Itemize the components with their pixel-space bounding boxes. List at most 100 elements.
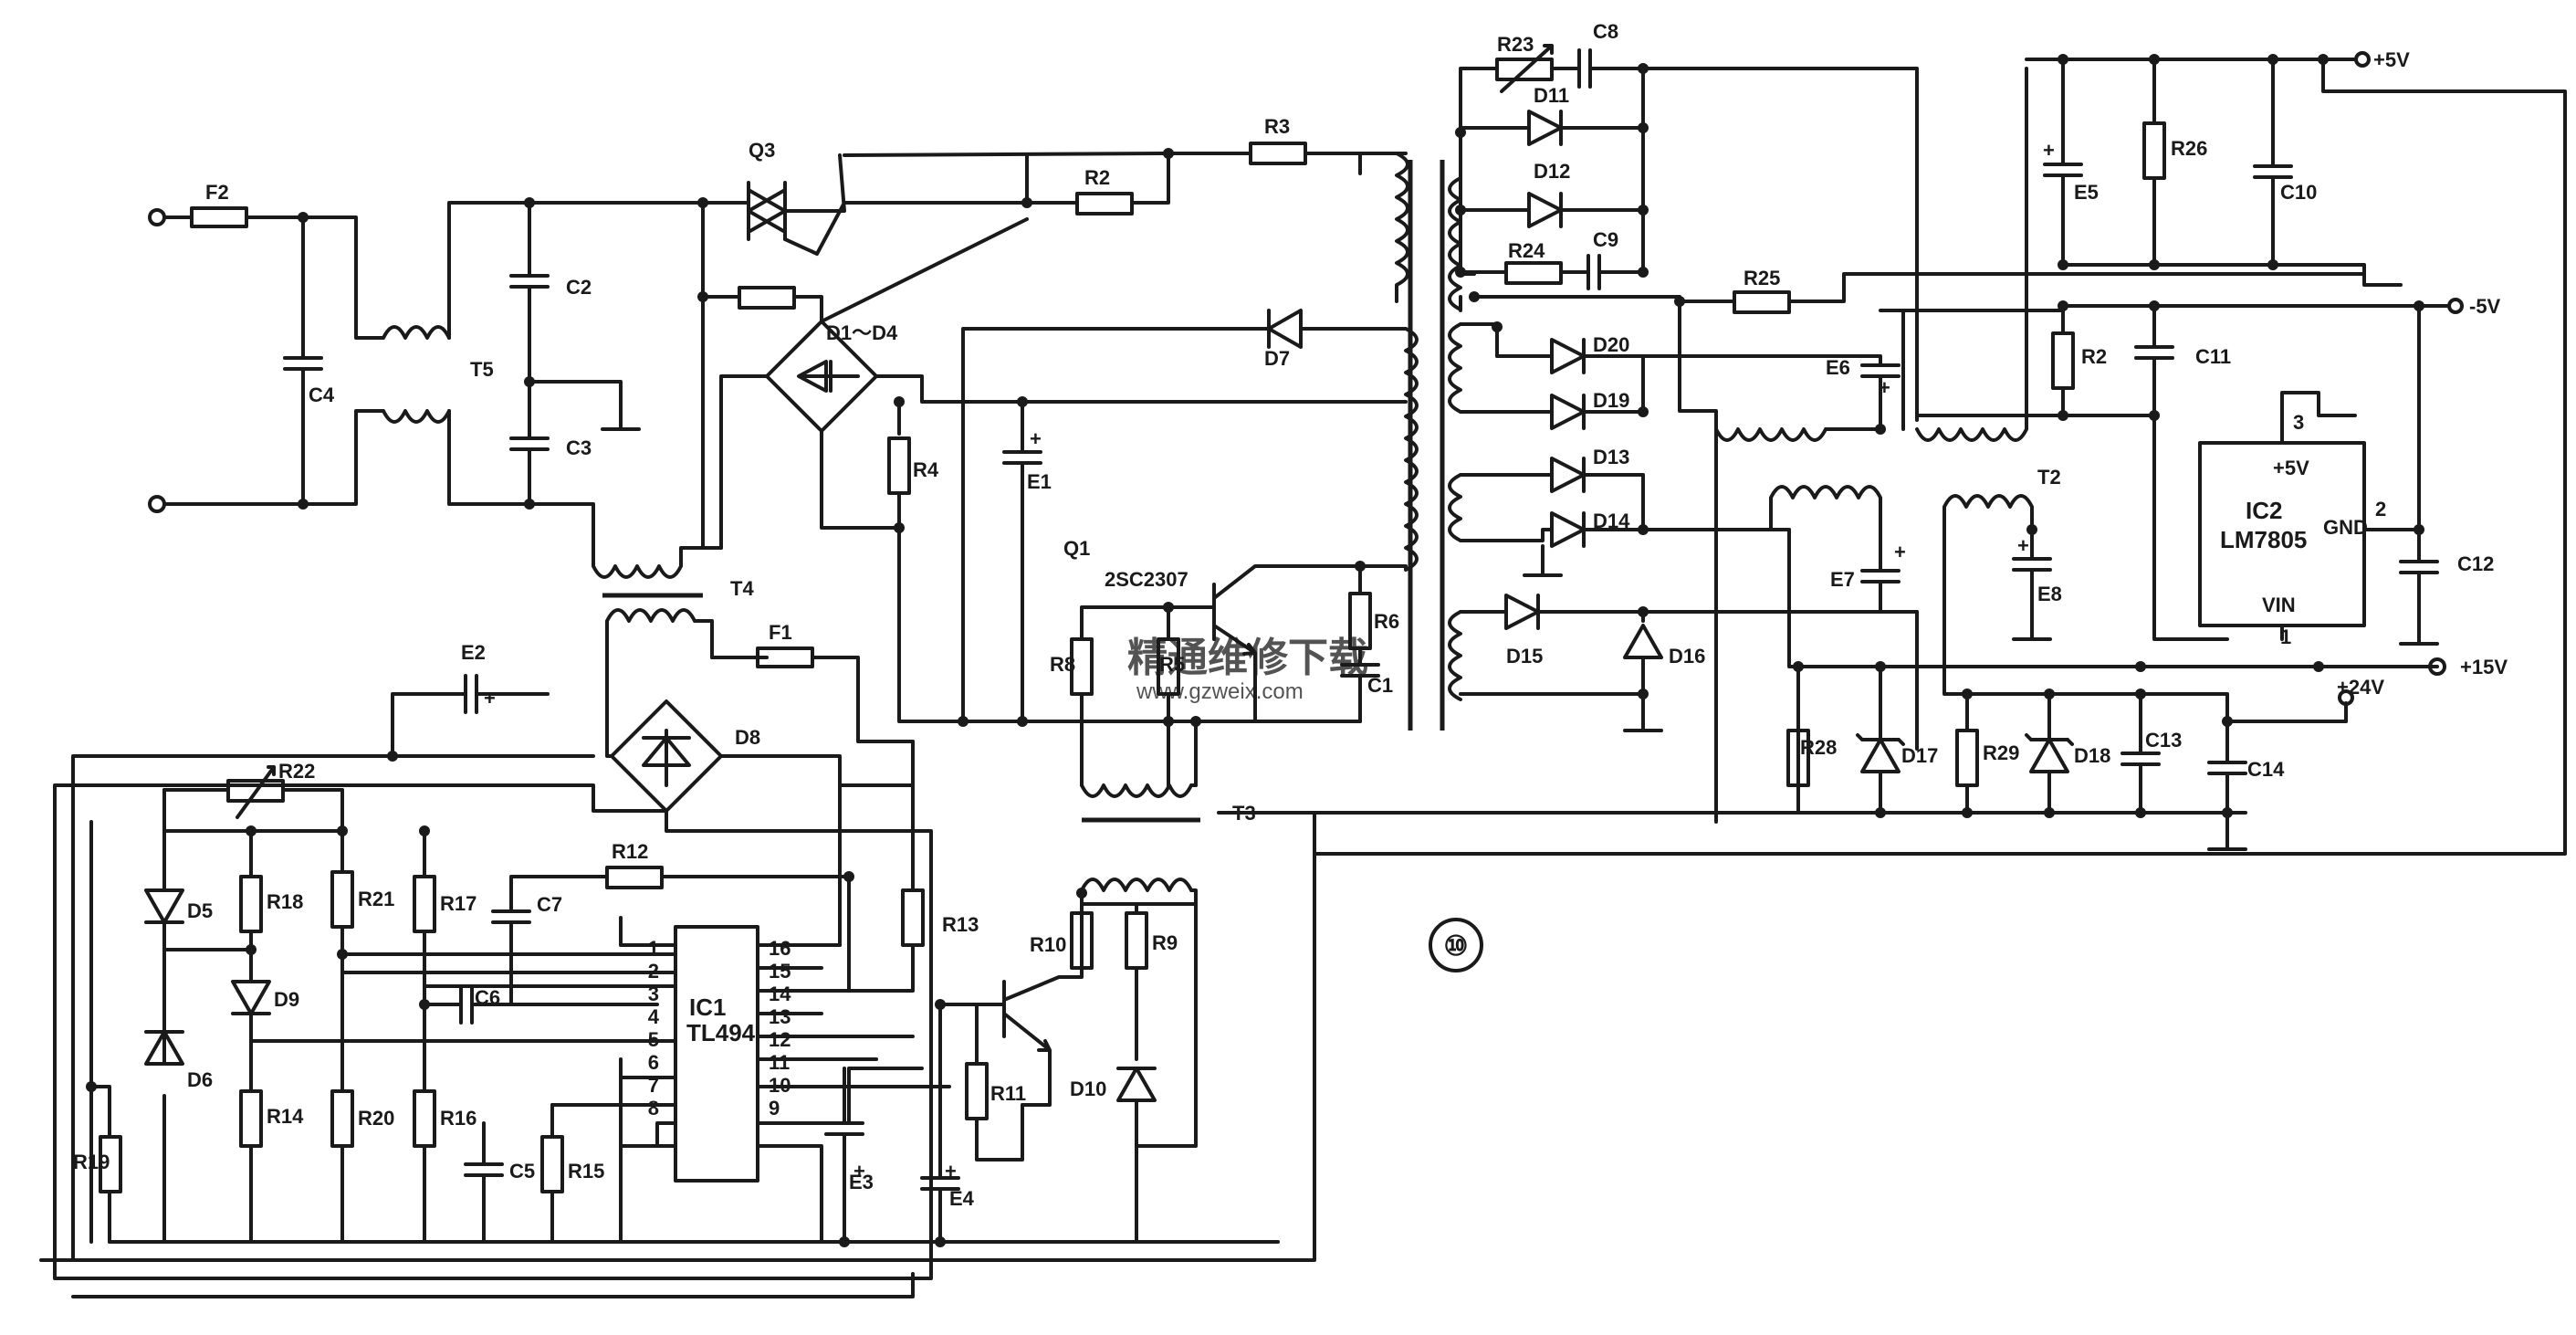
ic1-pin-11: 11 (769, 1051, 790, 1074)
svg-text:+: + (1894, 541, 1906, 563)
label-r6: R6 (1374, 610, 1399, 633)
ic2-vout: +5V (2273, 457, 2309, 479)
label-c6: C6 (475, 986, 500, 1009)
secondary-section: R23 C8 D11 D12 R24 C9 R25 D20 D19 D13 (1217, 20, 2567, 856)
resistor-r14 (239, 1089, 263, 1148)
ic2-pin2: 2 (2375, 498, 2386, 520)
resistor-r18 (239, 875, 263, 933)
label-r14: R14 (267, 1105, 304, 1128)
ic1-pin-9: 9 (769, 1097, 780, 1120)
q1-section: R4 + E1 D7 Q1 2SC2307 R8 R5 R6 (820, 152, 1445, 798)
label-e3: E3 (849, 1171, 874, 1193)
resistor-r2-primary (1075, 192, 1134, 215)
label-d14: D14 (1593, 510, 1630, 532)
label-m5v: -5V (2469, 295, 2501, 318)
label-d20: D20 (1593, 333, 1629, 356)
label-t2: T2 (2037, 466, 2061, 489)
label-e4: E4 (949, 1187, 975, 1210)
resistor-r26 (2142, 121, 2166, 180)
resistor-r13 (901, 888, 925, 947)
label-d6: D6 (187, 1068, 213, 1091)
label-p15v: +15V (2460, 656, 2508, 678)
ic1-pin-4: 4 (648, 1005, 660, 1028)
svg-text:+: + (853, 1160, 865, 1183)
terminal-p24v (2338, 689, 2354, 706)
label-r22: R22 (278, 760, 315, 783)
label-r4: R4 (913, 458, 939, 481)
svg-text:+: + (2043, 139, 2055, 162)
ic2-pin3: 3 (2293, 411, 2304, 434)
resistor-r16 (413, 1089, 436, 1148)
svg-text:+: + (484, 687, 496, 710)
figure-number: ⑩ (1444, 931, 1469, 962)
ic1-pin-16: 16 (769, 937, 791, 960)
watermark-text: 精通维修下载 (1127, 636, 1368, 680)
label-f2: F2 (205, 181, 229, 204)
terminal-p15v (2428, 657, 2446, 676)
mains-input-section: F2 C4 T5 C2 C3 (148, 181, 705, 550)
watermark-url: www.gzweix.com (1136, 679, 1304, 704)
ic2-name: IC2 (2246, 497, 2282, 524)
ac-input-terminal-top (148, 208, 166, 226)
label-d10: D10 (1070, 1077, 1106, 1100)
svg-text:+: + (2017, 534, 2029, 557)
ic1-pin-14: 14 (769, 983, 791, 1005)
label-d13: D13 (1593, 446, 1629, 468)
resistor-r17 (413, 875, 436, 933)
ic1-pin-12: 12 (769, 1028, 791, 1051)
label-d5: D5 (187, 899, 213, 922)
label-c7: C7 (537, 893, 562, 916)
resistor-r11 (965, 1062, 989, 1120)
label-q1-part: 2SC2307 (1105, 568, 1189, 591)
label-r10: R10 (1030, 933, 1066, 956)
resistor-r10 (1070, 911, 1094, 970)
label-r11: R11 (990, 1082, 1026, 1105)
label-r24: R24 (1508, 239, 1545, 262)
label-c2: C2 (566, 276, 592, 299)
label-c14: C14 (2247, 758, 2285, 781)
label-r17: R17 (440, 892, 476, 915)
label-t5: T5 (470, 358, 494, 381)
resistor-r25 (1733, 290, 1791, 314)
label-r16: R16 (440, 1107, 476, 1130)
label-r26: R26 (2171, 137, 2207, 160)
label-r20: R20 (358, 1107, 394, 1130)
resistor-r9 (1125, 911, 1148, 970)
label-r8: R8 (1050, 653, 1075, 676)
label-c13: C13 (2145, 729, 2182, 752)
ic1-pin-1: 1 (648, 937, 659, 960)
ic2-part: LM7805 (2220, 526, 2307, 553)
ic1-pin-6: 6 (648, 1051, 659, 1074)
resistor-series-bridge (738, 286, 796, 310)
label-r2a: R2 (1084, 166, 1110, 189)
label-d7: D7 (1264, 347, 1290, 370)
label-r19: R19 (73, 1151, 110, 1173)
resistor-r2-output (2051, 331, 2075, 390)
label-c5: C5 (509, 1160, 535, 1183)
resistor-r4 (887, 436, 911, 495)
terminal-p5v (2354, 51, 2371, 68)
label-d17: D17 (1901, 744, 1938, 767)
label-c12: C12 (2457, 552, 2494, 575)
label-c11: C11 (2195, 345, 2231, 368)
resistor-r29 (1955, 729, 1979, 787)
resistor-r22 (226, 779, 285, 803)
resistor-r24 (1504, 261, 1563, 285)
driver-section: R13 R11 E3 E4 + + T3 R10 R9 D10 (824, 740, 1256, 1247)
ic1-pin-13: 13 (769, 1005, 791, 1028)
label-c9: C9 (1593, 228, 1618, 251)
label-r29: R29 (1983, 741, 2019, 764)
label-r28: R28 (1800, 736, 1837, 759)
ic1-name: IC1 (689, 993, 726, 1021)
label-e5: E5 (2074, 181, 2099, 204)
label-c8: C8 (1593, 20, 1618, 43)
label-r18: R18 (267, 890, 303, 913)
ic1-body (674, 925, 759, 1183)
ic2-vin: VIN (2262, 594, 2296, 616)
label-q3: Q3 (749, 139, 775, 162)
ic1-pin-15: 15 (769, 960, 791, 983)
resistor-r20 (330, 1089, 354, 1148)
label-d16: D16 (1669, 645, 1705, 668)
label-c10: C10 (2280, 181, 2317, 204)
